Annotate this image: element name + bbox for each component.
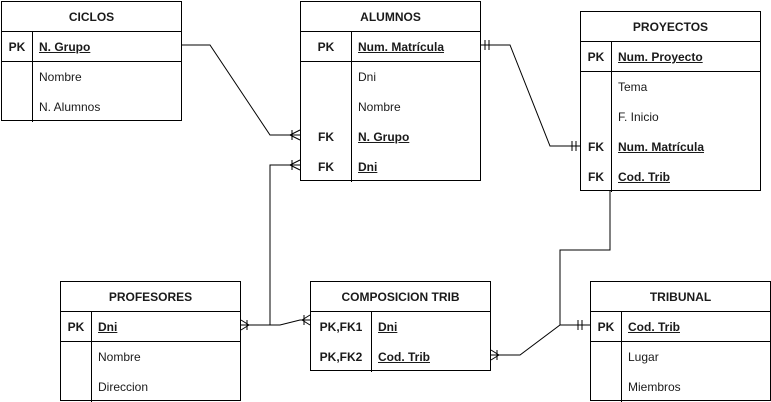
entity-title: CICLOS [2,2,181,32]
field-label: Dni [358,160,378,174]
entity-row: FK N. Grupo [301,122,480,152]
key-label: FK [588,140,604,154]
field-label: F. Inicio [618,110,659,124]
field-label: Miembros [628,380,681,394]
field-label: Dni [378,320,398,334]
key-label: PK [597,320,615,334]
field-label: Num. Matrícula [618,140,705,154]
entity-row: FK Num. Matrícula [581,132,760,162]
entity-row: Nombre [2,62,181,92]
entity-ciclos[interactable]: CICLOS PK N. Grupo Nombre N. Alumnos [1,1,182,122]
entity-composicion-trib[interactable]: COMPOSICION TRIB PK,FK1 Dni PK,FK2 Cod. … [310,281,491,372]
entity-row: Direccion [61,372,240,402]
entity-row: Miembros [591,372,770,402]
crow-foot-icon [289,129,301,141]
entity-row: PK Num. Matrícula [301,32,480,62]
entity-title: TRIBUNAL [591,282,770,312]
rel-ciclos-alumnos [181,44,300,136]
field-label: Nombre [98,350,141,364]
key-label: PK [587,50,605,64]
key-label: PK [8,40,26,54]
field-label: N. Grupo [39,40,91,54]
key-column [61,312,92,402]
key-column [581,42,612,192]
entity-row: Dni [301,62,480,92]
entity-row: PK Cod. Trib [591,312,770,342]
key-column [591,312,622,402]
rel-profesores-composicion [270,319,310,326]
entity-row: FK Cod. Trib [581,162,760,192]
field-label: Nombre [39,70,82,84]
crow-foot-icon [490,349,500,361]
field-label: Direccion [98,380,149,394]
field-label: Lugar [628,350,659,364]
key-label: PK [317,40,335,54]
entity-row: N. Alumnos [2,92,181,122]
rel-profesores-alumnos [241,164,300,326]
key-column [301,32,352,182]
entity-row: F. Inicio [581,102,760,132]
field-label: Cod. Trib [378,350,430,364]
crow-foot-icon [289,159,301,171]
field-label: Dni [358,70,377,84]
entity-title: ALUMNOS [301,2,480,32]
entity-row: Tema [581,72,760,102]
entity-title: PROYECTOS [581,12,760,42]
mandatory-one-icon [577,320,583,330]
field-label: N. Alumnos [39,100,101,114]
key-label: FK [318,160,334,174]
entity-row: Lugar [591,342,770,372]
crow-foot-icon [240,319,250,331]
entity-tribunal[interactable]: TRIBUNAL PK Cod. Trib Lugar Miembros [590,281,771,402]
entity-proyectos[interactable]: PROYECTOS PK Num. Proyecto Tema F. Inici… [580,11,761,192]
key-label: PK [67,320,85,334]
entity-profesores[interactable]: PROFESORES PK Dni Nombre Direccion [60,281,241,402]
field-label: Cod. Trib [628,320,680,334]
field-label: Dni [98,320,118,334]
entity-alumnos[interactable]: ALUMNOS PK Num. Matrícula Dni Nombre FK … [300,1,481,182]
field-label: Nombre [358,100,401,114]
key-column [2,32,33,122]
entity-title: PROFESORES [61,282,240,312]
entity-row: FK Dni [301,152,480,182]
mandatory-one-icon [484,40,490,50]
field-label: Tema [618,80,648,94]
field-label: Num. Matrícula [358,40,445,54]
rel-alumnos-proyectos [481,44,580,147]
key-label: FK [318,130,334,144]
entity-row: PK Dni [61,312,240,342]
entity-title: COMPOSICION TRIB [311,282,490,312]
entity-row: PK,FK2 Cod. Trib [311,342,490,372]
entity-row: Nombre [301,92,480,122]
crow-foot-icon [301,314,311,326]
key-column [311,312,372,372]
rel-composicion-tribunal [491,324,590,356]
entity-row: PK,FK1 Dni [311,312,490,342]
key-label: FK [588,170,604,184]
key-label: PK,FK1 [319,320,363,334]
field-label: Cod. Trib [618,170,670,184]
key-label: PK,FK2 [319,350,363,364]
entity-row: PK Num. Proyecto [581,42,760,72]
mandatory-one-icon [571,141,577,151]
entity-row: PK N. Grupo [2,32,181,62]
field-label: Num. Proyecto [618,50,703,64]
entity-row: Nombre [61,342,240,372]
field-label: N. Grupo [358,130,410,144]
